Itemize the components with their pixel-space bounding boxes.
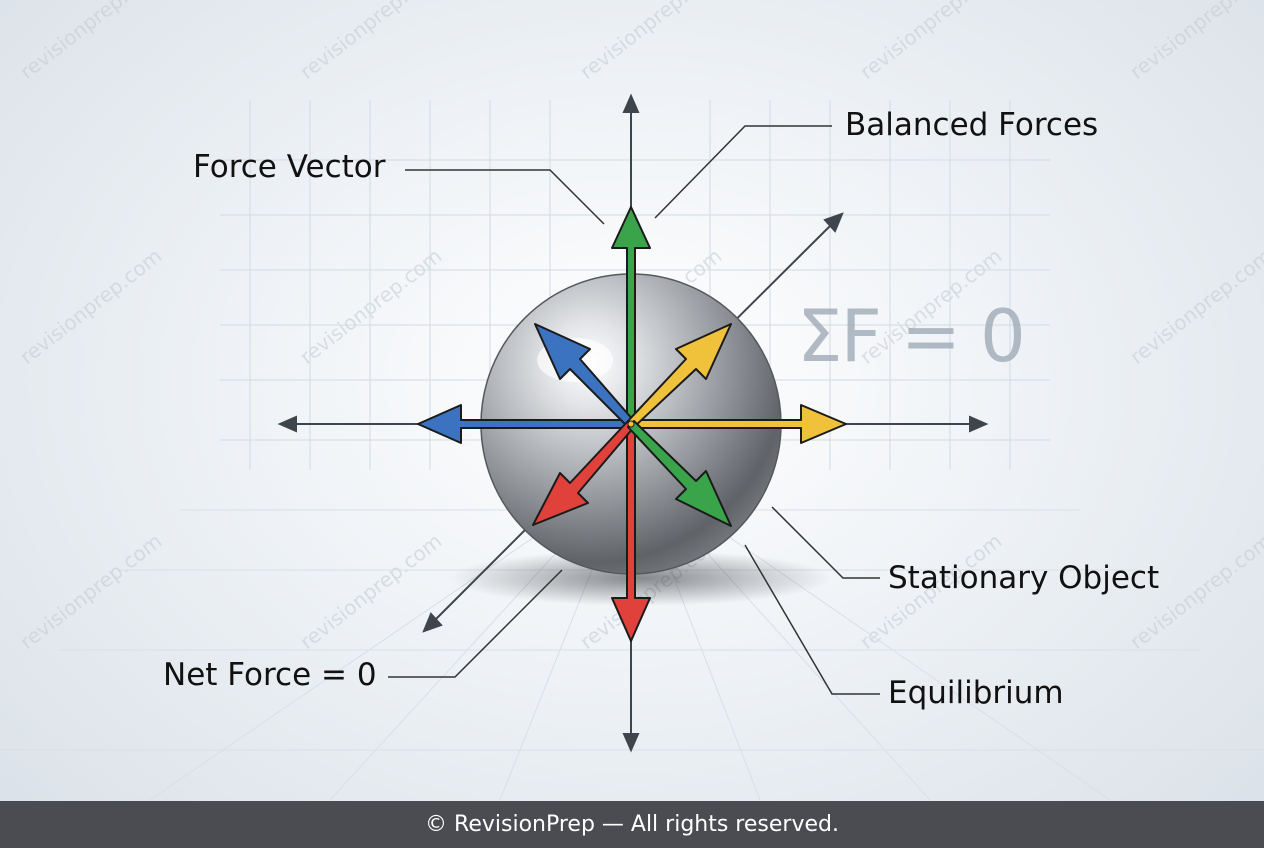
origin-point xyxy=(627,420,635,428)
lower-right-force-arrow xyxy=(627,420,732,527)
left-force-arrow xyxy=(417,404,632,444)
net-force-leader xyxy=(388,569,563,678)
upper-right-force-arrow xyxy=(627,323,732,428)
stationary-object-label: Stationary Object xyxy=(888,560,1160,596)
copyright-text: © RevisionPrep — All rights reserved. xyxy=(425,812,839,837)
sum-of-forces-equation: ΣF = 0 xyxy=(797,294,1026,378)
copyright-footer: © RevisionPrep — All rights reserved. xyxy=(0,801,1264,848)
net-force-label: Net Force = 0 xyxy=(163,657,377,693)
right-force-arrow xyxy=(630,404,847,444)
equilibrium-label: Equilibrium xyxy=(888,675,1064,711)
balanced-forces-leader xyxy=(654,125,832,219)
equilibrium-leader xyxy=(744,544,880,695)
force-vector-label: Force Vector xyxy=(193,149,386,185)
lower-left-force-arrow xyxy=(532,420,635,526)
balanced-forces-label: Balanced Forces xyxy=(845,107,1099,143)
down-force-arrow xyxy=(611,423,651,642)
callout-lines xyxy=(388,125,880,695)
stationary-object-leader xyxy=(771,506,880,579)
force-vector-leader xyxy=(405,169,605,225)
upper-left-force-arrow xyxy=(534,323,635,428)
up-force-arrow xyxy=(611,206,651,425)
sphere-shadow xyxy=(450,550,830,606)
force-arrows xyxy=(417,206,847,642)
